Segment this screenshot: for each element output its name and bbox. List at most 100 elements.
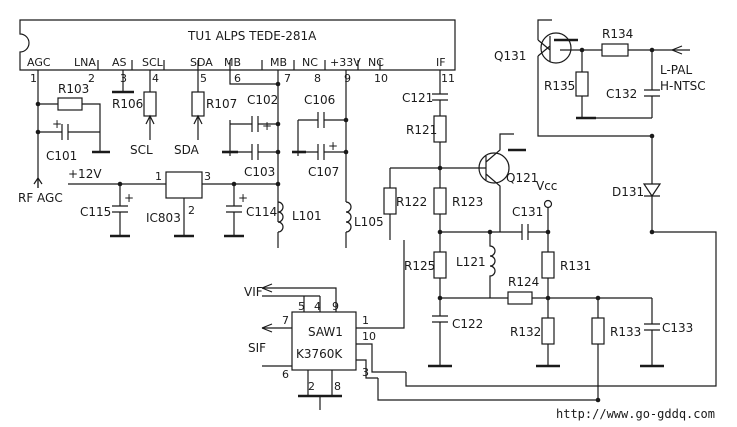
transistor-Q131 xyxy=(540,32,572,64)
resistor-R124 xyxy=(507,291,533,305)
svg-text:3: 3 xyxy=(362,366,369,379)
saw-K3760K xyxy=(291,311,357,371)
tuner-pin-name: SDA xyxy=(190,56,213,69)
tuner-pin-number: 9 xyxy=(344,72,351,85)
svg-text:1: 1 xyxy=(155,170,162,183)
capacitor-C103 xyxy=(251,144,259,160)
tuner-pin-number: 1 xyxy=(30,72,37,85)
tuner-pin-name: LNA xyxy=(74,56,96,69)
agc-section: R103 + C101 RF AGC xyxy=(18,70,134,205)
bus-section: R106 SCL R107 SDA xyxy=(112,70,237,157)
svg-text:10: 10 xyxy=(362,330,376,343)
capacitor-C107 xyxy=(317,144,325,160)
mb-decoupling: C102 + C103 xyxy=(222,70,281,222)
tuner-pin-name: NC xyxy=(368,56,384,69)
svg-text:R131: R131 xyxy=(560,259,591,273)
svg-text:1: 1 xyxy=(362,314,369,327)
svg-text:R133: R133 xyxy=(610,325,641,339)
svg-text:C101: C101 xyxy=(46,149,77,163)
tuner-title: TU1 ALPS TEDE-281A xyxy=(187,29,317,43)
resistor-R135 xyxy=(575,71,589,97)
svg-text:R107: R107 xyxy=(206,97,237,111)
svg-text:5: 5 xyxy=(298,300,305,313)
saw-filter: SAW1 K3760K VIF 5 4 9 7 6 SIF 2 8 1 10 3 xyxy=(244,240,406,410)
svg-text:Q121: Q121 xyxy=(506,171,538,185)
tuner-pin-number: 2 xyxy=(88,72,95,85)
svg-text:R106: R106 xyxy=(112,97,143,111)
if-amplifier: C121 R121 R122 R123 R125 C122 Q121 C131 … xyxy=(383,70,551,368)
svg-text:C131: C131 xyxy=(512,205,543,219)
svg-text:C115: C115 xyxy=(80,205,111,219)
tuner-pin-number: 7 xyxy=(284,72,291,85)
svg-text:2: 2 xyxy=(188,204,195,217)
bias-network: R124 Vcc R131 R132 R133 C133 xyxy=(377,179,717,403)
inductor-L101 xyxy=(277,201,284,233)
supply-33v-section: C106 + C107 L105 xyxy=(292,70,384,248)
plus12v-label: +12V xyxy=(68,167,102,181)
capacitor-C102 xyxy=(251,116,259,132)
svg-text:R124: R124 xyxy=(508,275,539,289)
inductor-L105 xyxy=(345,201,352,233)
resistor-R133 xyxy=(591,317,605,345)
svg-text:+: + xyxy=(238,191,248,205)
tuner-pin-number: 8 xyxy=(314,72,321,85)
capacitor-C132 xyxy=(644,89,660,97)
svg-text:L105: L105 xyxy=(354,215,384,229)
svg-text:R121: R121 xyxy=(406,123,437,137)
tuner-pin-number: 4 xyxy=(152,72,159,85)
resistor-R134 xyxy=(601,43,629,57)
svg-text:C106: C106 xyxy=(304,93,335,107)
tuner-module: TU1 ALPS TEDE-281A AGC LNA AS SCL SDA MB… xyxy=(19,19,456,85)
svg-text:R135: R135 xyxy=(544,79,575,93)
capacitor-C114 xyxy=(226,205,242,213)
svg-text:+: + xyxy=(328,139,338,153)
vif-label: VIF xyxy=(244,285,263,299)
svg-text:2: 2 xyxy=(308,380,315,393)
sda-label: SDA xyxy=(174,143,200,157)
svg-text:C114: C114 xyxy=(246,205,277,219)
capacitor-C121 xyxy=(432,93,448,101)
svg-text:R132: R132 xyxy=(510,325,541,339)
svg-text:+: + xyxy=(52,117,62,131)
svg-text:R123: R123 xyxy=(452,195,483,209)
capacitor-C101 xyxy=(61,124,69,140)
svg-text:K3760K: K3760K xyxy=(296,347,343,361)
svg-text:L121: L121 xyxy=(456,255,486,269)
tuner-pin-number: 11 xyxy=(441,72,455,85)
svg-text:D131: D131 xyxy=(612,185,644,199)
svg-text:C122: C122 xyxy=(452,317,483,331)
sif-label: SIF xyxy=(248,341,266,355)
capacitor-C106 xyxy=(317,112,325,128)
svg-text:6: 6 xyxy=(282,368,289,381)
svg-text:C107: C107 xyxy=(308,165,339,179)
tuner-pin-name: AS xyxy=(112,56,127,69)
resistor-R131 xyxy=(541,251,555,279)
svg-text:+: + xyxy=(262,119,272,133)
rf-agc-label: RF AGC xyxy=(18,191,63,205)
svg-text:4: 4 xyxy=(314,300,321,313)
resistor-R132 xyxy=(541,317,555,345)
svg-text:R134: R134 xyxy=(602,27,633,41)
svg-text:R125: R125 xyxy=(404,259,435,273)
standard-switch: Q131 R134 L-PAL H-NTSC R135 C132 D131 xyxy=(494,19,706,235)
capacitor-C133 xyxy=(644,323,660,331)
capacitor-C122 xyxy=(432,315,448,323)
tuner-pin-name: AGC xyxy=(27,56,51,69)
inductor-L121 xyxy=(489,232,496,298)
vcc-label: Vcc xyxy=(536,179,557,193)
scl-label: SCL xyxy=(130,143,153,157)
tuner-pin-name: IF xyxy=(436,56,446,69)
capacitor-C115 xyxy=(112,205,128,213)
svg-text:R122: R122 xyxy=(396,195,427,209)
tuner-pin-number: 10 xyxy=(374,72,388,85)
resistor-R106 xyxy=(143,91,157,117)
svg-text:+: + xyxy=(124,191,134,205)
resistor-R107 xyxy=(191,91,205,117)
tuner-pin-number: 6 xyxy=(234,72,241,85)
tuner-pin-name: NC xyxy=(302,56,318,69)
svg-text:IC803: IC803 xyxy=(146,211,181,225)
tuner-pin-number: 5 xyxy=(200,72,207,85)
resistor-R103 xyxy=(57,97,83,111)
svg-text:C103: C103 xyxy=(244,165,275,179)
svg-text:C102: C102 xyxy=(247,93,278,107)
